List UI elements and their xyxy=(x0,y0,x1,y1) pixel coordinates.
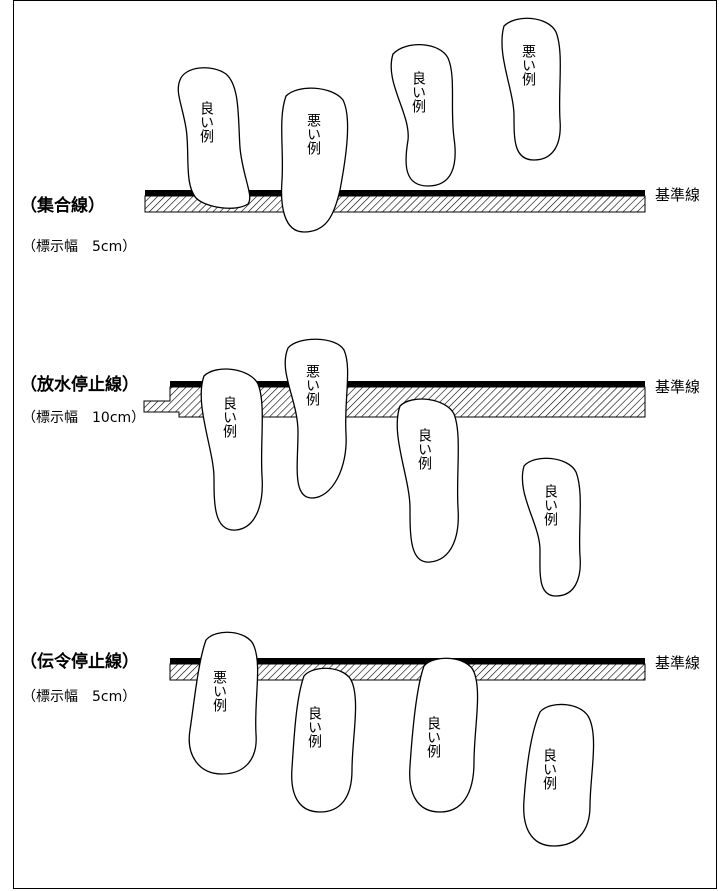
footprint-label: 良い例 xyxy=(198,101,214,144)
line-name-label: （集合線） xyxy=(20,195,105,216)
width-label: （標示幅 10cm） xyxy=(22,410,145,426)
footprint-example: 悪い例 xyxy=(284,338,349,499)
footprint-example: 良い例 xyxy=(291,667,357,813)
footprint-label: 良い例 xyxy=(425,716,441,759)
footprint-label: 良い例 xyxy=(541,748,557,791)
footprint-example: 良い例 xyxy=(200,368,263,531)
footprint-label: 良い例 xyxy=(410,71,426,114)
reference-line-label: 基準線 xyxy=(655,186,700,204)
hatched-marking xyxy=(169,663,646,681)
footprint-label: 良い例 xyxy=(221,396,237,439)
footprint-label: 悪い例 xyxy=(305,113,321,156)
footprint-label: 悪い例 xyxy=(304,364,320,407)
footprint-example: 良い例 xyxy=(390,43,456,187)
reference-line-bar xyxy=(170,381,645,387)
section-water-stop-line: （放水停止線） （標示幅 10cm） 基準線 悪い例 良い例 良い例 良い例 xyxy=(20,338,700,597)
line-name-label: （放水停止線） xyxy=(20,374,139,395)
reference-line-label: 基準線 xyxy=(655,654,700,672)
footprint-example: 良い例 xyxy=(409,657,479,813)
footprint-example: 悪い例 xyxy=(280,87,349,233)
footprint-label: 良い例 xyxy=(416,428,432,471)
reference-line-label: 基準線 xyxy=(655,378,700,396)
footprint-label: 良い例 xyxy=(542,484,558,527)
line-name-label: （伝令停止線） xyxy=(20,651,139,672)
section-assembly-line: （集合線） （標示幅 5cm） 基準線 良い例 悪い例 良い例 悪い例 xyxy=(20,17,700,255)
footprint-example: 良い例 xyxy=(396,398,459,563)
footprint-example: 悪い例 xyxy=(188,631,259,775)
section-messenger-stop-line: （伝令停止線） （標示幅 5cm） 基準線 悪い例 良い例 良い例 良い例 xyxy=(20,631,700,847)
reference-line-bar xyxy=(145,190,645,196)
footprint-example: 良い例 xyxy=(521,457,581,597)
footprint-label: 悪い例 xyxy=(211,670,227,713)
hatched-marking xyxy=(143,386,646,418)
reference-line-bar xyxy=(170,658,645,664)
diagram-frame xyxy=(13,0,717,889)
footprint-example: 悪い例 xyxy=(501,17,561,161)
width-label: （標示幅 5cm） xyxy=(22,239,136,255)
footprint-example: 良い例 xyxy=(177,67,251,209)
footprint-example: 良い例 xyxy=(523,703,595,847)
hatched-marking xyxy=(144,195,646,213)
footprint-label: 悪い例 xyxy=(520,44,536,87)
width-label: （標示幅 5cm） xyxy=(22,689,136,705)
footprint-label: 良い例 xyxy=(306,706,322,749)
